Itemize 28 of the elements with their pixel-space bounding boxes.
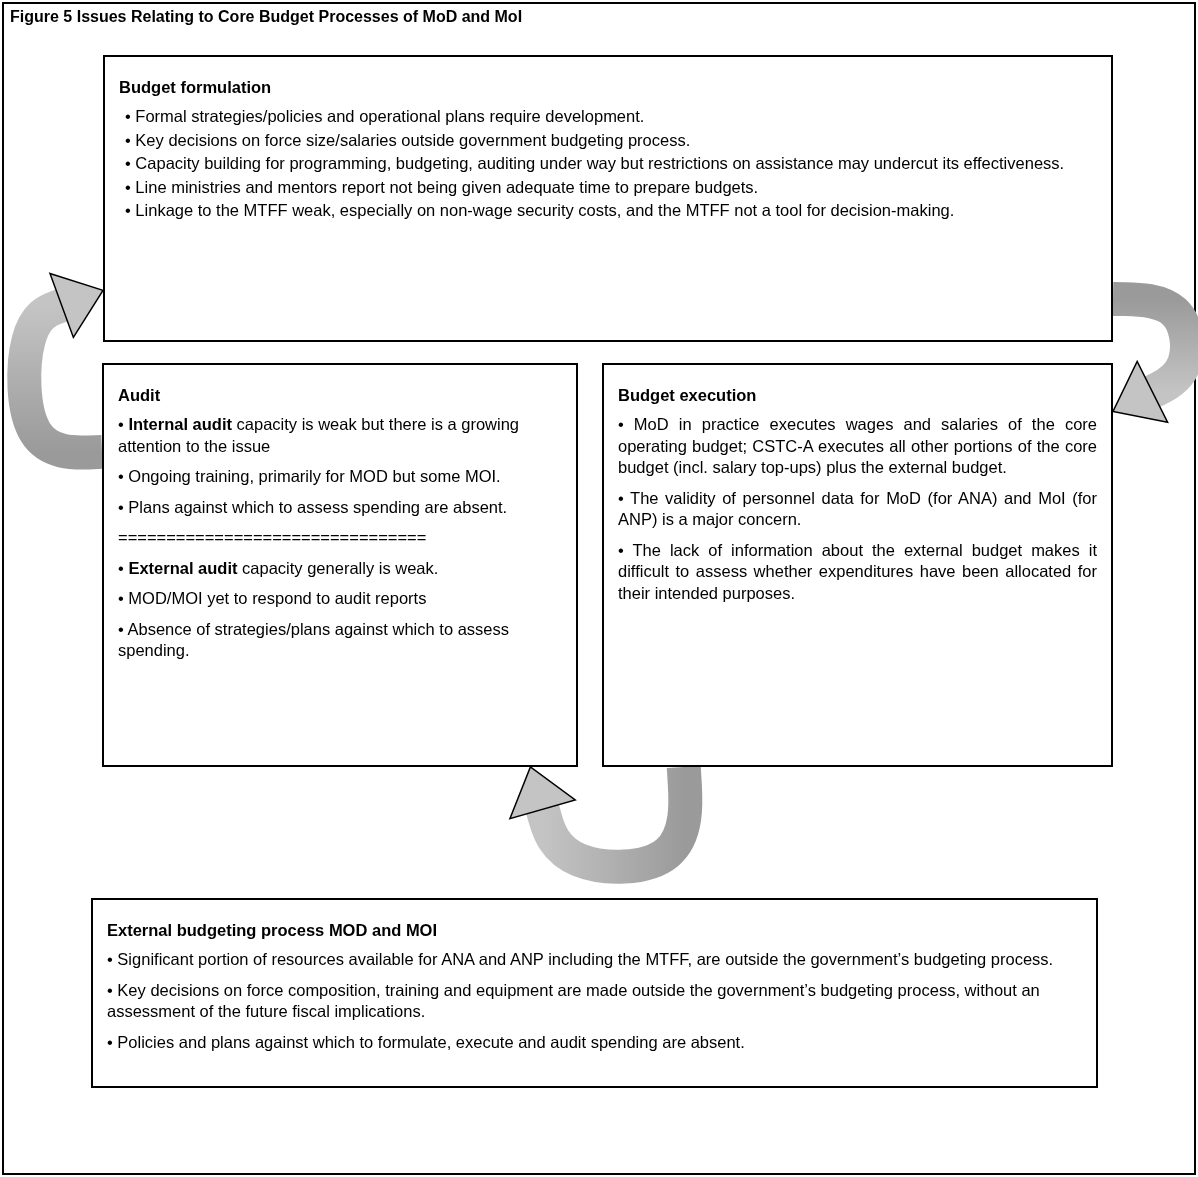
bullet-text: • Line ministries and mentors report not being given adequate time to prepare budgets. bbox=[124, 176, 760, 198]
bullet-text: • Plans against which to assess spending are absent. bbox=[118, 496, 509, 518]
bullet-text: • MOD/MOI yet to respond to audit reports bbox=[118, 588, 428, 610]
bullet-text: • Ongoing training, primarily for MOD but some MOI. bbox=[118, 466, 502, 488]
bullet-text: • Formal strategies/policies and operational plans require development. bbox=[124, 106, 646, 128]
bullet-text: • Internal audit capacity is weak but there is a growing attention to the issue bbox=[118, 414, 521, 457]
bullet-text: • Linkage to the MTFF weak, especially on non-wage security costs, and the MTFF not a tool for decision-making. bbox=[124, 200, 956, 222]
figure-title: Figure 5 Issues Relating to Core Budget Processes of MoD and MoI bbox=[10, 8, 523, 26]
bullet-text: • Absence of strategies/plans against which to assess spending. bbox=[118, 618, 510, 661]
bullet-text: • Key decisions on force size/salaries outside government budgeting process. bbox=[124, 129, 692, 151]
box-heading: Budget formulation bbox=[119, 77, 273, 98]
box-heading: Audit bbox=[118, 385, 162, 406]
box-heading: External budgeting process MOD and MOI bbox=[107, 920, 439, 941]
bullet-text: • External audit capacity generally is weak. bbox=[118, 557, 440, 579]
text-box bbox=[602, 363, 1113, 767]
bullet-text: • MoD in practice executes wages and salaries of the core operating budget; CSTC-A executes all other portions of the core budget (incl. salary top-ups) plus the external budget. bbox=[618, 414, 1097, 479]
curved-arrow bbox=[509, 765, 703, 884]
bullet-text: • Significant portion of resources available for ANA and ANP including the MTFF, are outside the government’s budgeting process. bbox=[107, 949, 1055, 971]
bullet-text: • The validity of personnel data for MoD (for ANA) and MoI (for ANP) is a major concern. bbox=[618, 487, 1097, 531]
text-box bbox=[103, 55, 1113, 342]
bullet-text: • The lack of information about the external budget makes it difficult to assess whether expenditures have been allocated for their intended purposes. bbox=[618, 539, 1097, 604]
bullet-text: • Capacity building for programming, budgeting, auditing under way but restrictions on assistance may undercut its effectiveness. bbox=[124, 153, 1066, 175]
bullet-text: • Key decisions on force composition, training and equipment are made outside the government’s budgeting process, without an assessment of the future fiscal implications. bbox=[107, 979, 1041, 1023]
box-heading: Budget execution bbox=[618, 385, 758, 406]
text-box bbox=[91, 898, 1098, 1088]
text-box bbox=[102, 363, 578, 767]
separator-text: ================================ bbox=[118, 527, 428, 549]
bullet-text: • Policies and plans against which to formulate, execute and audit spending are absent. bbox=[107, 1031, 746, 1053]
